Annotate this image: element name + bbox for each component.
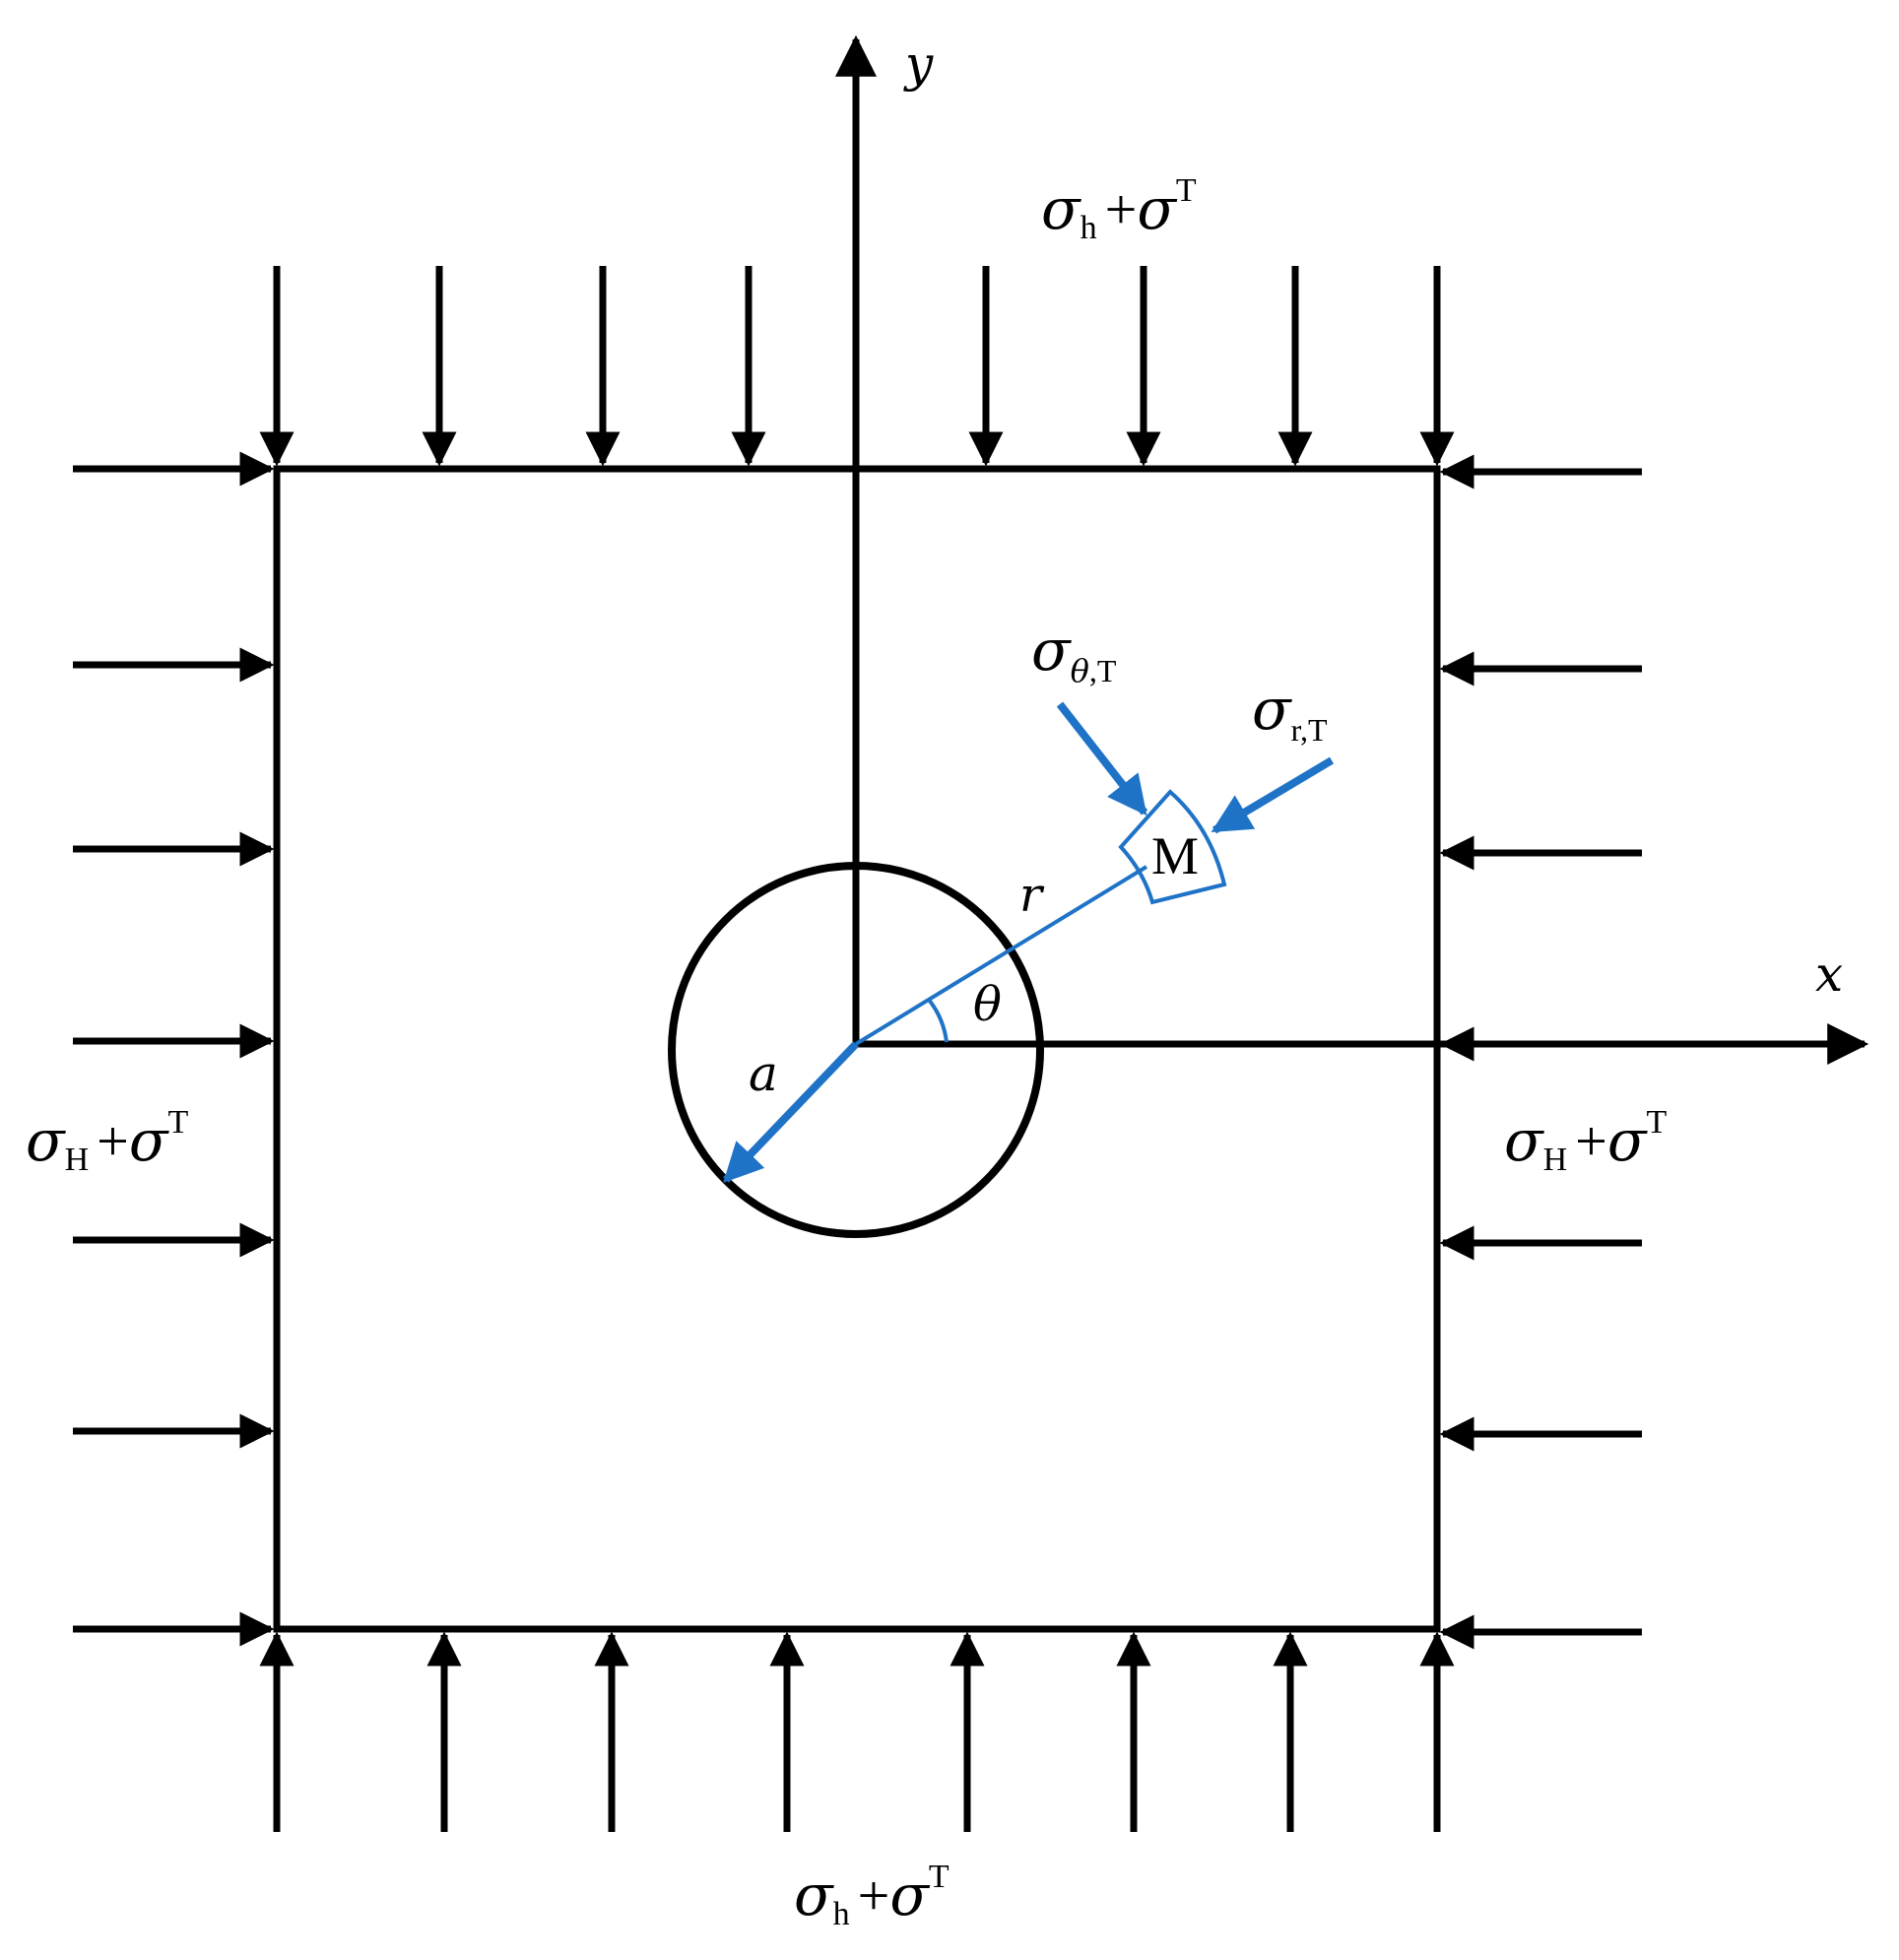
point-M-label: M [1151,826,1199,885]
left-load-label: σH+σT [26,1104,188,1178]
x-axis-label: x [1815,946,1843,1003]
right-load-arrows [1439,454,1642,1650]
right-load-label: σH+σT [1504,1104,1667,1178]
left-load-arrows [73,451,275,1647]
angle-arc [927,998,949,1043]
top-load-label: σh+σT [1041,172,1197,246]
stress-element-M [1118,789,1227,905]
top-load-arrows [259,266,1455,467]
angle-theta-label: θ [973,977,1002,1032]
hoop-stress-arrow [1056,701,1148,817]
hole-radius-a-label: a [749,1045,778,1102]
bottom-load-arrows [259,1631,1455,1832]
y-axis-label: y [903,35,934,93]
hoop-stress-label: σθ,T [1031,617,1117,689]
bottom-load-label: σh+σT [794,1859,950,1932]
radial-stress-arrow [1211,756,1335,834]
circular-hole [668,862,1044,1238]
hole-radius-arrow [723,1041,859,1183]
element-geometry [723,701,1335,1183]
radial-stress-label: σr,T [1252,676,1328,748]
radius-line [854,865,1148,1046]
radius-r-label: r [1019,868,1045,923]
